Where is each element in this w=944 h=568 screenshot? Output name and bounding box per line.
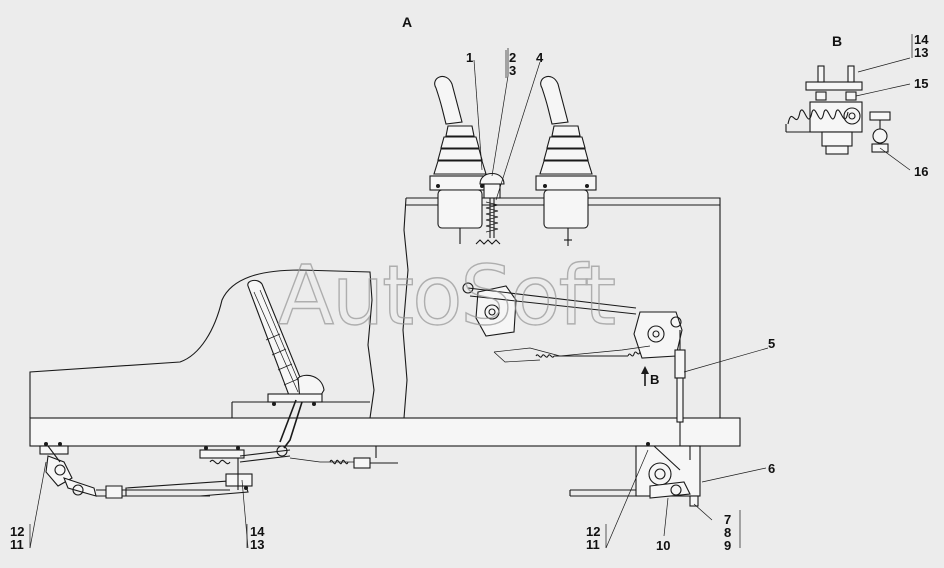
floor-plate (29, 401, 741, 447)
accelerator-pedal (247, 279, 325, 449)
leader-lines (29, 34, 913, 549)
view-a-title: A (402, 14, 412, 30)
callout-15: 15 (914, 76, 928, 91)
callout-2: 2 (509, 50, 516, 65)
callout-10: 10 (656, 538, 670, 553)
under-floor-linkage (39, 442, 249, 499)
callout-12-right: 12 (586, 524, 600, 539)
left-joystick (429, 75, 491, 244)
callout-13-inset: 13 (914, 45, 928, 60)
callout-11-left: 11 (10, 537, 24, 552)
callout-9: 9 (724, 538, 731, 553)
callout-12-left: 12 (10, 524, 24, 539)
watermark-text: AutoSoft (278, 249, 615, 344)
console-linkage (462, 282, 683, 363)
right-joystick (535, 75, 597, 246)
right-bracket-assembly (569, 442, 701, 507)
view-b-arrow-label: B (650, 372, 659, 387)
callout-1: 1 (466, 50, 473, 65)
callout-14-inset: 14 (914, 32, 929, 47)
lock-knob-assembly (475, 172, 505, 245)
seat-body (29, 269, 375, 419)
callout-4: 4 (536, 50, 544, 65)
inset-view-b (785, 65, 891, 155)
callout-11-right: 11 (586, 537, 600, 552)
pedal-bracket (199, 445, 398, 490)
view-b-arrow (641, 366, 649, 386)
callout-14-mid: 14 (250, 524, 265, 539)
view-b-title: B (832, 33, 842, 49)
callout-7: 7 (724, 512, 731, 527)
callout-8: 8 (724, 525, 731, 540)
callout-5: 5 (768, 336, 775, 351)
callout-13-mid: 13 (250, 537, 264, 552)
callout-3: 3 (509, 63, 516, 78)
callout-16: 16 (914, 164, 928, 179)
callout-6: 6 (768, 461, 775, 476)
